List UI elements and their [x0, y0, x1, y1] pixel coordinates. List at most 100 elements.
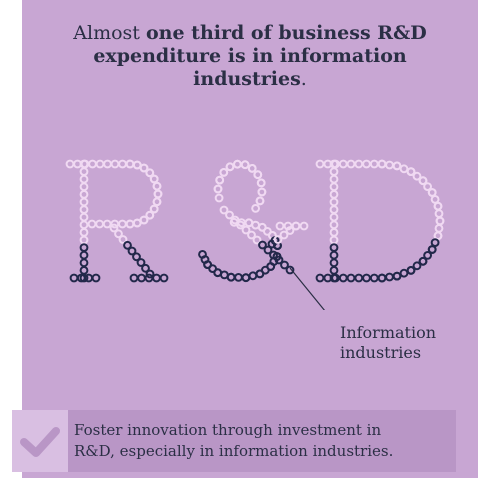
letter-dot [329, 243, 339, 252]
letter-dot [399, 268, 409, 278]
letter-dot [346, 159, 356, 169]
letter-dot [129, 273, 139, 283]
letter-dot [329, 167, 339, 177]
letter-dot [399, 164, 409, 174]
letter-dot [79, 243, 89, 252]
letter-dot [248, 271, 258, 281]
letter-dot [247, 230, 256, 240]
letter-dot [285, 265, 295, 275]
letter-dot [329, 228, 339, 237]
letter-dot [152, 273, 161, 283]
letter-dot [141, 263, 150, 273]
letter-dot [434, 209, 444, 218]
letter-dot [329, 205, 339, 214]
headline-tail: . [300, 68, 307, 90]
letter-dot [329, 197, 339, 207]
letter-dot [79, 197, 89, 207]
letter-dot [392, 161, 402, 171]
letter-dot [127, 246, 137, 256]
letter-dot [329, 258, 339, 268]
letter-dot [338, 159, 348, 169]
letter-dot [435, 216, 445, 226]
letter-dot [79, 205, 89, 214]
letter-dot [430, 238, 440, 247]
letter-dot [79, 190, 89, 199]
letter-dot [369, 273, 379, 283]
letter-dot [427, 188, 437, 197]
letter-dot [215, 175, 225, 185]
letter-dot [84, 273, 94, 283]
letter-dot [392, 271, 402, 281]
letter-dot [354, 159, 364, 169]
letter-dot [95, 159, 105, 169]
letter-dot [385, 160, 394, 170]
headline-line-3: industries. [22, 68, 478, 91]
letter-dot [95, 219, 104, 229]
letter-dot [257, 222, 267, 232]
letter-dot [329, 212, 339, 222]
letter-dot [136, 258, 146, 267]
letter-dot [338, 273, 348, 283]
letter-dot [329, 190, 339, 199]
letter-dot [145, 168, 155, 178]
letter-dot [283, 221, 293, 231]
letter-dot [423, 182, 433, 191]
letter-dot [153, 189, 163, 199]
letter-dot [273, 235, 283, 244]
letter-dot [241, 225, 251, 235]
letter-dot [412, 261, 422, 271]
headline-bold-3: industries [193, 68, 301, 90]
letter-dot [214, 193, 224, 203]
letter-dot [79, 220, 89, 230]
letter-dot [418, 176, 428, 186]
letter-dot [299, 221, 309, 231]
letter-dot [362, 273, 371, 283]
letter-dot [255, 269, 265, 279]
recommendation-line-1: Foster innovation through investment in [74, 421, 382, 439]
recommendation-text: Foster innovation through investment in … [74, 420, 452, 462]
callout-line-1: Information [340, 323, 437, 342]
letter-dot [257, 187, 267, 197]
letter-dot [139, 163, 149, 173]
letter-dot [251, 204, 261, 213]
letter-dot [406, 266, 416, 275]
letter-dots [65, 159, 445, 283]
letter-dot [423, 251, 433, 260]
letter-dot [159, 273, 169, 283]
letter-dot [315, 273, 325, 283]
callout-line-2: industries [340, 343, 422, 362]
headline-lead: Almost [73, 22, 146, 44]
letter-dot [252, 235, 262, 245]
letter-dot [430, 195, 440, 204]
letter-dot [263, 245, 273, 255]
rd-dotted-letters-illustration [65, 159, 445, 310]
letter-dot [102, 219, 112, 229]
letter-dot [149, 174, 159, 184]
letter-dot [329, 182, 339, 192]
letter-dot [377, 273, 387, 283]
letter-dot [79, 174, 89, 184]
letter-dot [247, 164, 257, 173]
letter-dot [137, 273, 146, 283]
letter-dot [279, 230, 289, 240]
letter-dot [79, 182, 89, 192]
letter-dot [412, 171, 422, 181]
letter-dot [225, 162, 235, 172]
letter-dot [346, 273, 356, 283]
letter-dot [88, 159, 97, 169]
letter-dot [434, 224, 444, 233]
letter-dot [233, 159, 242, 169]
letter-dot [369, 159, 379, 169]
letter-dot [139, 215, 149, 225]
letter-dot [213, 268, 223, 278]
letter-dot [433, 201, 443, 211]
letter-dot [275, 221, 285, 231]
recommendation-line-2: R&D, especially in information industrie… [74, 442, 394, 460]
letter-dot [132, 252, 141, 262]
callout-leader-line [289, 267, 325, 310]
letter-dot [241, 273, 251, 283]
letter-dot [329, 174, 339, 184]
letter-dot [285, 226, 295, 235]
letter-dot [258, 240, 267, 250]
infographic-card: Almost one third of business R&D expendi… [22, 0, 478, 478]
